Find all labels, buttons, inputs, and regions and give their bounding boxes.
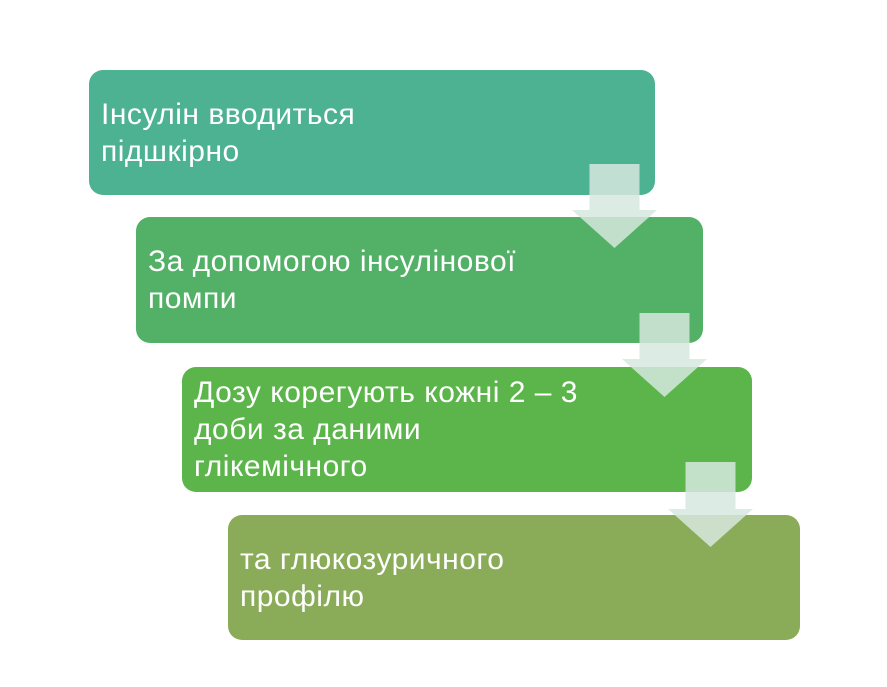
step-4-label: та глюкозуричного профілю bbox=[240, 542, 505, 613]
step-1-label: Інсулін вводиться підшкірно bbox=[101, 97, 356, 168]
step-box-1: Інсулін вводиться підшкірно bbox=[89, 70, 655, 195]
down-arrow-icon bbox=[622, 313, 707, 397]
step-box-3: Дозу корегують кожні 2 – 3 доби за даним… bbox=[182, 367, 752, 492]
down-arrow-shape bbox=[668, 462, 753, 547]
step-2-label: За допомогою інсулінової помпи bbox=[148, 245, 516, 315]
step-3-label: Дозу корегують кожні 2 – 3 доби за даним… bbox=[194, 376, 578, 483]
down-arrow-icon bbox=[572, 164, 657, 248]
down-arrow-shape bbox=[572, 164, 657, 248]
down-arrow-icon bbox=[668, 462, 753, 547]
down-arrow-shape bbox=[622, 313, 707, 397]
